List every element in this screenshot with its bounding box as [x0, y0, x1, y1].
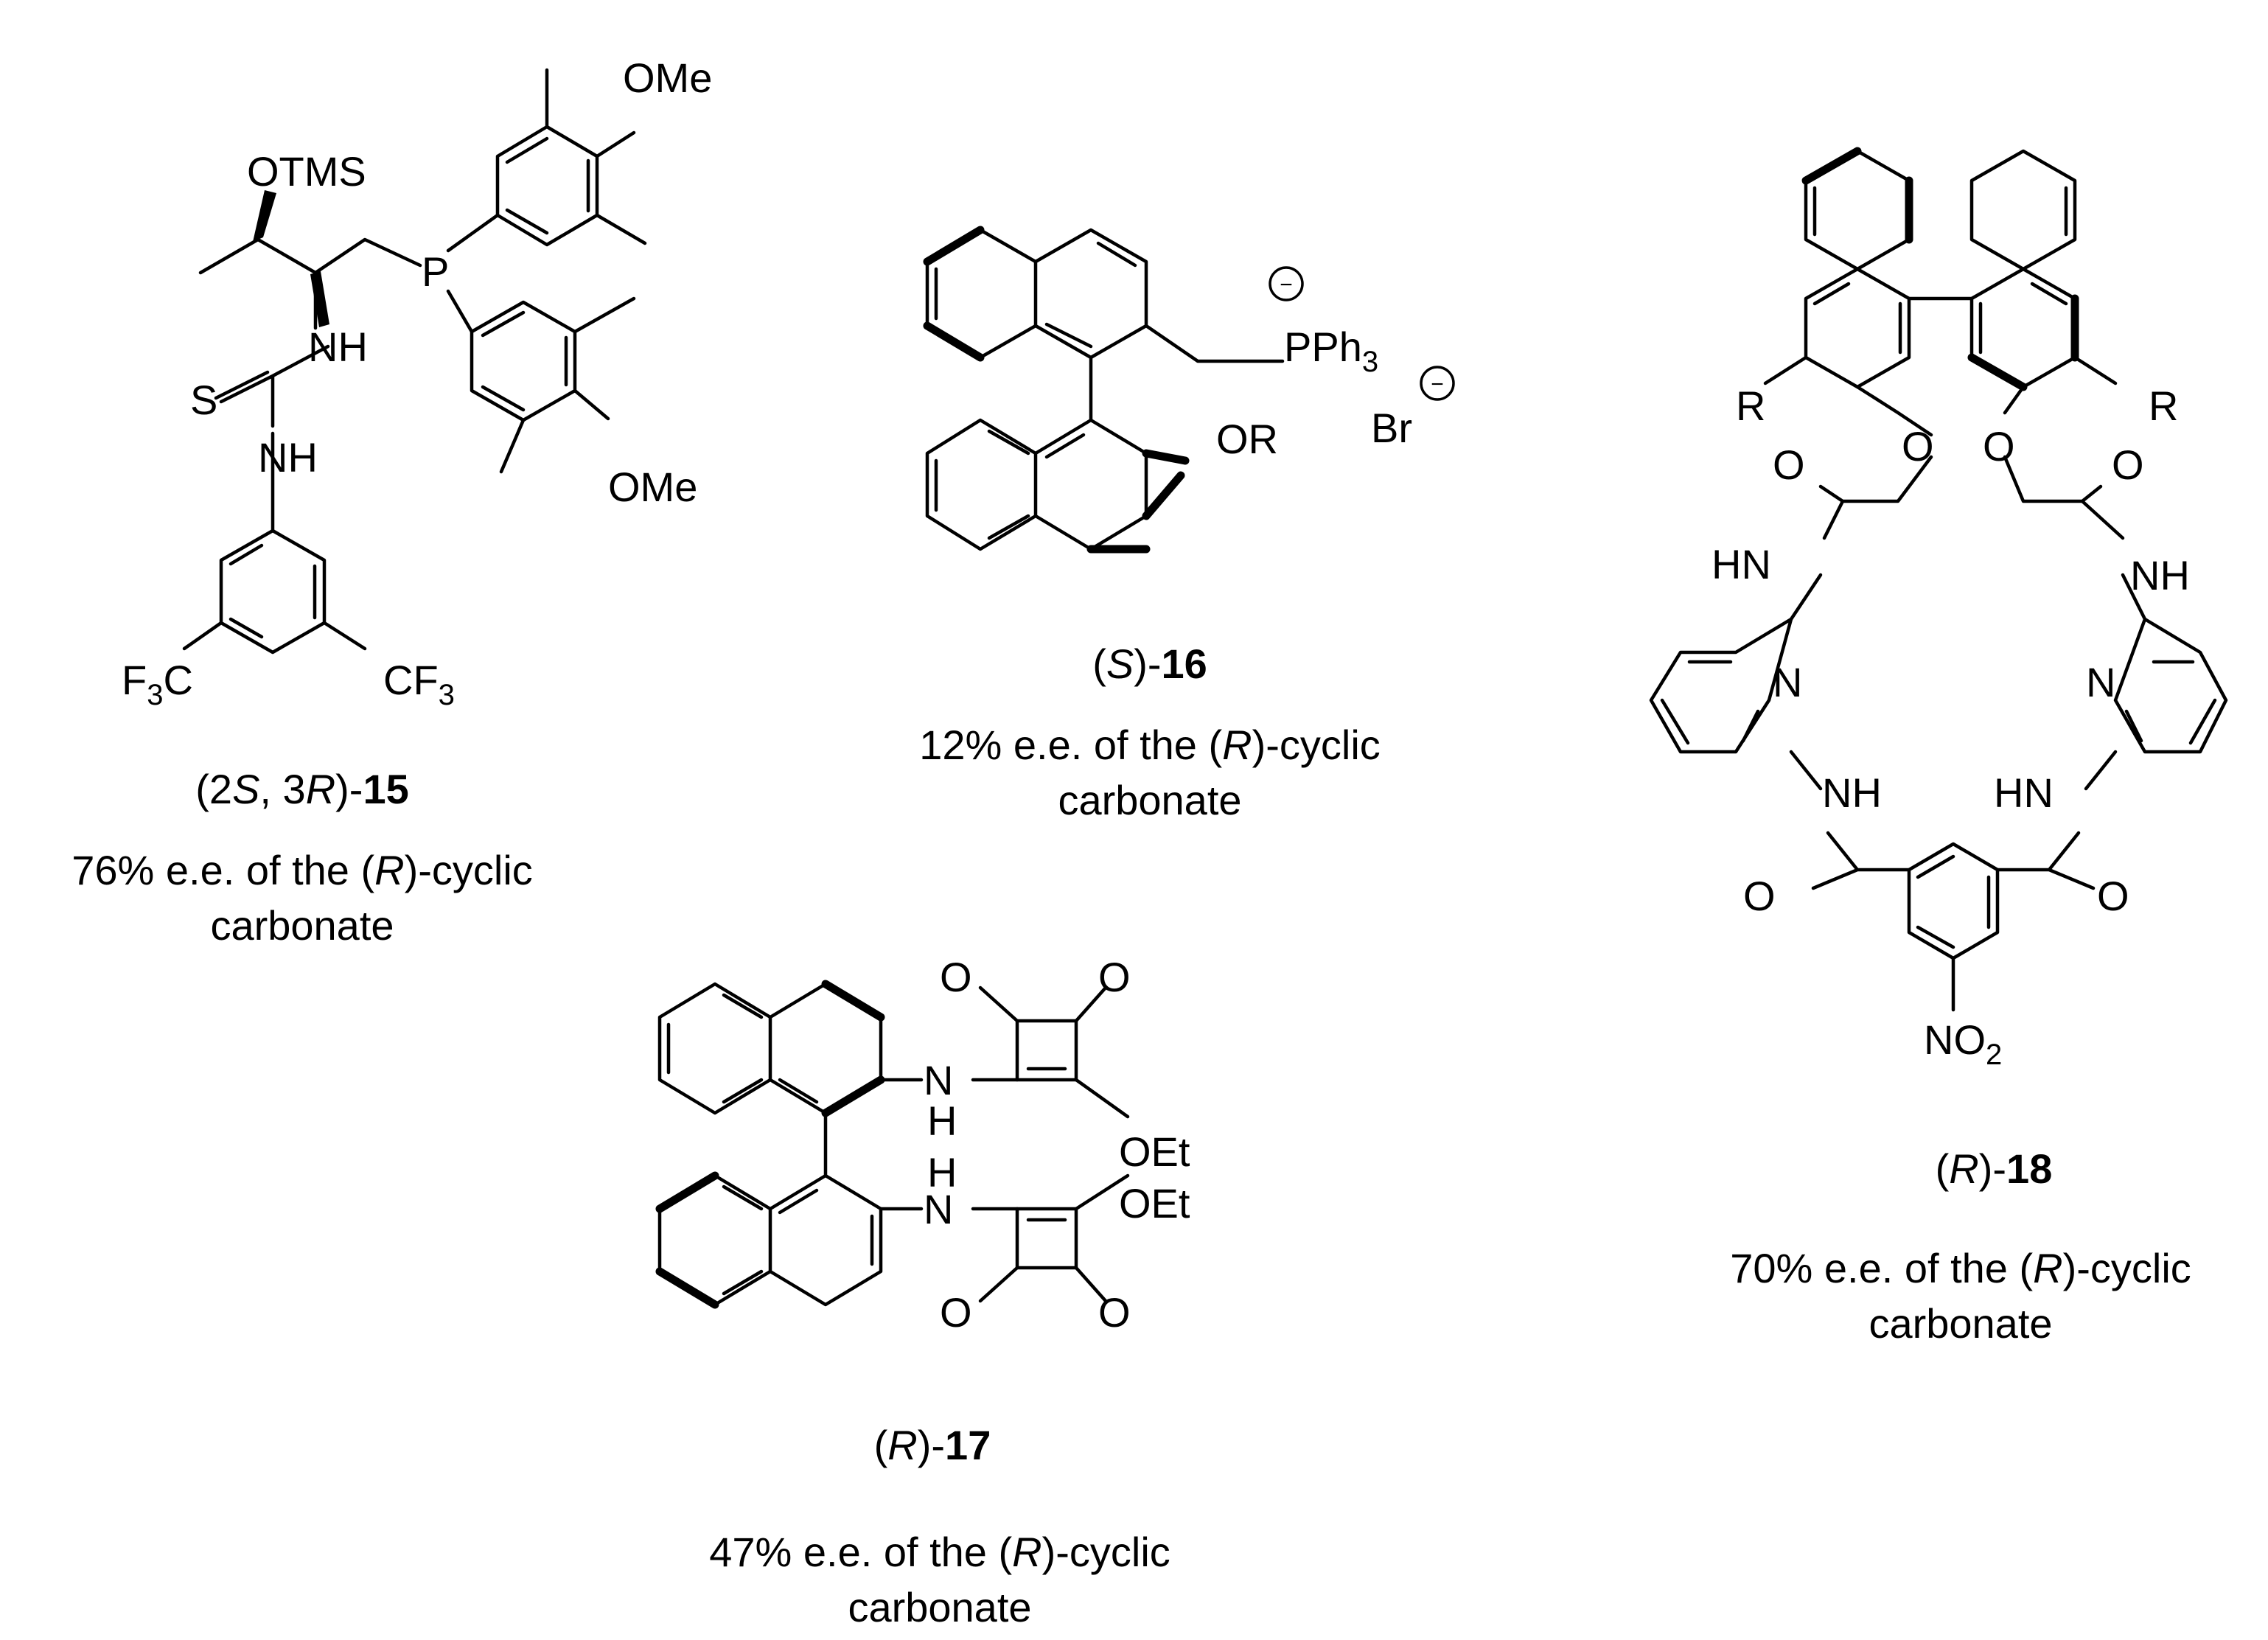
compound-17-ee-line1: 47% e.e. of the (R)-cyclic	[709, 1529, 1170, 1575]
carbonyl-o-label-right: O	[2112, 442, 2144, 488]
compound-18-structure	[1649, 147, 2228, 1012]
compound-15-caption: (2S, 3R)-15 76% e.e. of the (R)-cyclic c…	[71, 766, 533, 949]
oet-label-lower: OEt	[1119, 1180, 1190, 1226]
compound-15-ee-line2: carbonate	[210, 902, 394, 949]
compound-17-caption: (R)-17 47% e.e. of the (R)-cyclic carbon…	[709, 1422, 1170, 1630]
bromide-charge: −	[1431, 372, 1444, 397]
compound-15-structure	[182, 68, 647, 655]
compound-16-name: (S)-16	[1092, 641, 1207, 687]
f3c-label: F3C	[122, 657, 193, 711]
amide-o-label-left: O	[1743, 873, 1776, 919]
sulfur-label: S	[190, 377, 217, 423]
n-label-lower: N	[924, 1186, 953, 1232]
compound-17-name: (R)-17	[874, 1422, 991, 1468]
compound-18-ee-line1: 70% e.e. of the (R)-cyclic	[1730, 1245, 2191, 1291]
oet-label-upper: OEt	[1119, 1128, 1190, 1175]
carbonyl-o-label-left: O	[1773, 442, 1805, 488]
o-label-2: O	[1098, 954, 1131, 1000]
cf3-label: CF3	[383, 657, 455, 711]
ether-o-label-right: O	[1983, 423, 2015, 470]
n-label-upper: N	[924, 1057, 953, 1103]
otms-label: OTMS	[247, 148, 366, 195]
o-label-4: O	[1098, 1289, 1131, 1336]
phosphonium-charge: −	[1280, 273, 1293, 297]
r-label-left: R	[1736, 383, 1765, 429]
compound-16-caption: (S)-16 12% e.e. of the (R)-cyclic carbon…	[919, 641, 1381, 823]
nh-label-bottom-left: NH	[1822, 770, 1882, 816]
bromide-charge-circle	[1420, 366, 1455, 401]
compound-18-atom-labels: R R O O O O HN NH N N NH HN O O NO2	[1712, 383, 2190, 1071]
o-label-3: O	[940, 1289, 972, 1336]
h-label-upper: H	[927, 1098, 957, 1144]
compound-18-ee-line2: carbonate	[1869, 1300, 2052, 1347]
phosphorus-label: P	[422, 248, 449, 295]
nh-label-right: NH	[2130, 552, 2190, 599]
pyridine-n-label-right: N	[2086, 659, 2115, 705]
ome-bottom-label: OMe	[608, 464, 697, 510]
compound-15-name: (2S, 3R)-15	[195, 766, 408, 812]
ether-o-label-left: O	[1902, 423, 1934, 470]
hn-label-bottom-right: HN	[1994, 770, 2054, 816]
compound-15-atom-labels: OTMS NH S NH P OMe OMe F3C CF3	[122, 55, 712, 711]
nh-top-label: NH	[308, 324, 368, 370]
compound-18-caption: (R)-18 70% e.e. of the (R)-cyclic carbon…	[1730, 1145, 2191, 1347]
compound-16-atom-labels: PPh3 − Br −	[1269, 266, 1455, 451]
o-label-1: O	[940, 954, 972, 1000]
phosphonium-charge-circle	[1269, 266, 1304, 301]
no2-label: NO2	[1924, 1016, 2002, 1071]
compound-17-structure	[655, 980, 1130, 1309]
compound-17-atom-labels: O O N H OEt H N OEt O O	[924, 954, 1190, 1336]
ome-top-label: OMe	[623, 55, 712, 101]
nh-bottom-label: NH	[258, 434, 318, 481]
hn-label-left: HN	[1712, 541, 1771, 587]
compound-16-ee-line2: carbonate	[1058, 777, 1241, 823]
h-label-lower: H	[927, 1149, 957, 1196]
compound-18-name: (R)-18	[1936, 1145, 2053, 1192]
pyridine-n-label-left: N	[1773, 659, 1802, 705]
compound-16-ee-line1: 12% e.e. of the (R)-cyclic	[919, 722, 1381, 768]
compound-15-ee-line1: 76% e.e. of the (R)-cyclic	[71, 847, 533, 893]
compound-17-ee-line2: carbonate	[848, 1584, 1031, 1630]
or-label: OR	[1216, 416, 1278, 462]
pph3-label: PPh3	[1284, 324, 1378, 378]
amide-o-label-right: O	[2097, 873, 2129, 919]
bromide-label: Br	[1371, 405, 1412, 451]
r-label-right: R	[2149, 383, 2178, 429]
compound-16-structure: OR	[923, 226, 1285, 554]
